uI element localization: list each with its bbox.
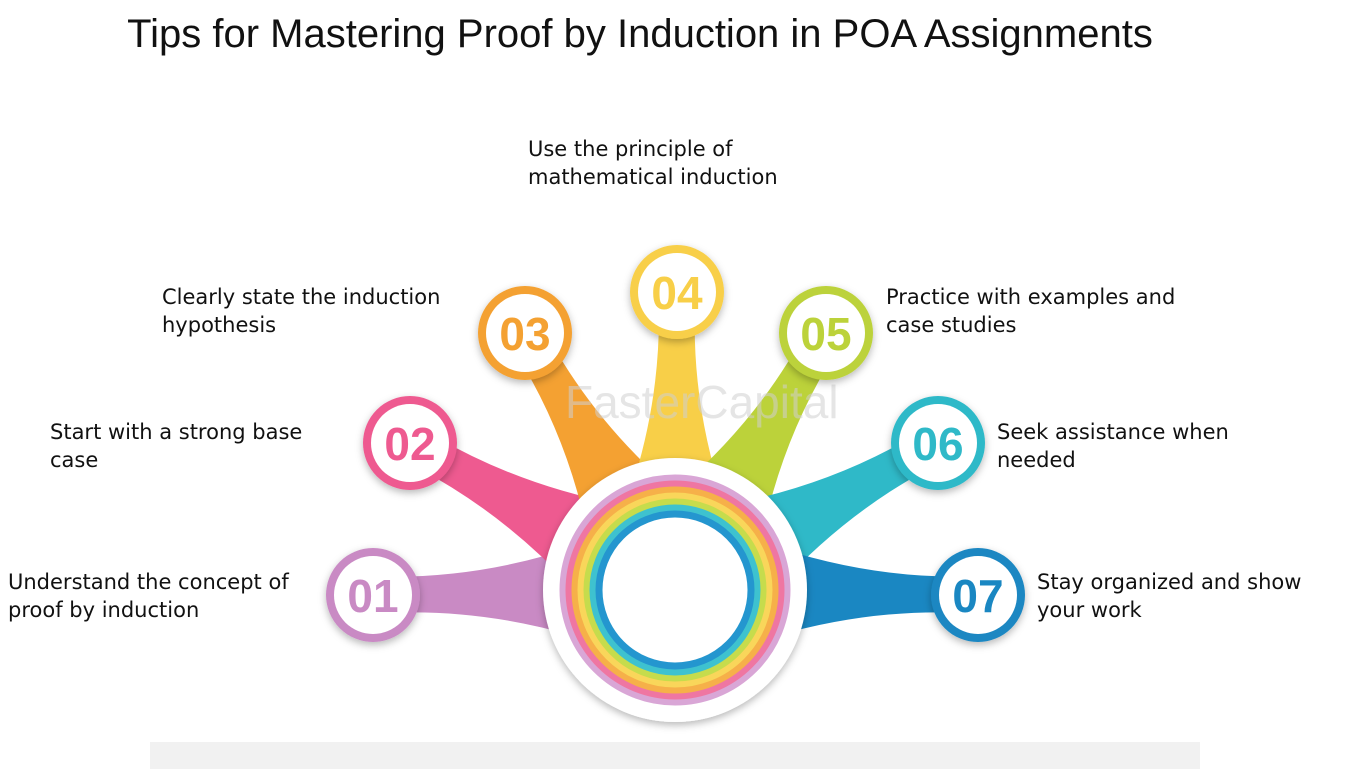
tip-label-line1: Practice with examples and [886,285,1176,309]
bottom-shade [150,742,1200,769]
node-face-05 [787,294,865,372]
connector-arm-01 [392,543,586,640]
tip-label-line2: case [50,448,99,472]
tip-label-01: Understand the concept of proof by induct… [8,568,289,624]
tip-nodes: 01 02 03 04 05 06 07 [326,245,1025,642]
tip-label-line1: Start with a strong base [50,420,303,444]
tip-label-line2: needed [997,448,1076,472]
center-hub [543,458,807,722]
tip-label-line1: Use the principle of [528,137,733,161]
node-face-07 [939,556,1017,634]
tip-label-line1: Stay organized and show [1037,570,1302,594]
node-number-04: 04 [651,267,703,319]
tip-label-line1: Understand the concept of [8,570,289,594]
node-number-07: 07 [952,570,1003,622]
hub-color-ring-7 [595,510,755,670]
tip-label-07: Stay organized and show your work [1037,568,1301,624]
hub-color-ring-3 [571,486,779,694]
hub-color-ring-2 [565,480,785,700]
diagram-title: Tips for Mastering Proof by Induction in… [127,12,1153,56]
connector-arm-04 [627,311,724,501]
tip-label-line2: proof by induction [8,598,200,622]
node-number-05: 05 [800,308,851,360]
tip-label-06: Seek assistance when needed [997,418,1229,474]
node-number-03: 03 [499,308,550,360]
tip-label-05: Practice with examples and case studies [886,283,1175,339]
hub-color-ring-5 [583,498,767,682]
node-face-02 [371,404,449,482]
tip-label-02: Start with a strong base case [50,418,302,474]
tip-label-line2: hypothesis [162,313,277,337]
tip-label-line2: mathematical induction [528,165,778,189]
hub-color-ring-6 [589,504,761,676]
watermark-text: FasterCapital [565,376,839,428]
hub-color-ring-1 [559,474,791,706]
tip-label-line1: Clearly state the induction [162,285,441,309]
node-face-03 [486,294,564,372]
tip-label-line1: Seek assistance when [997,420,1229,444]
connector-arm-07 [764,543,959,640]
tip-label-04: Use the principle of mathematical inducti… [528,135,778,191]
node-number-02: 02 [384,418,435,470]
node-number-01: 01 [347,570,398,622]
node-face-04 [638,253,716,331]
watermark: FasterCapital [565,376,839,428]
node-number-06: 06 [912,418,963,470]
hub-center [605,520,745,660]
hub-color-ring-4 [577,492,773,688]
node-face-01 [334,556,412,634]
tip-label-line2: case studies [886,313,1017,337]
tip-label-03: Clearly state the induction hypothesis [162,283,440,339]
tip-label-line2: your work [1037,598,1142,622]
node-face-06 [899,404,977,482]
